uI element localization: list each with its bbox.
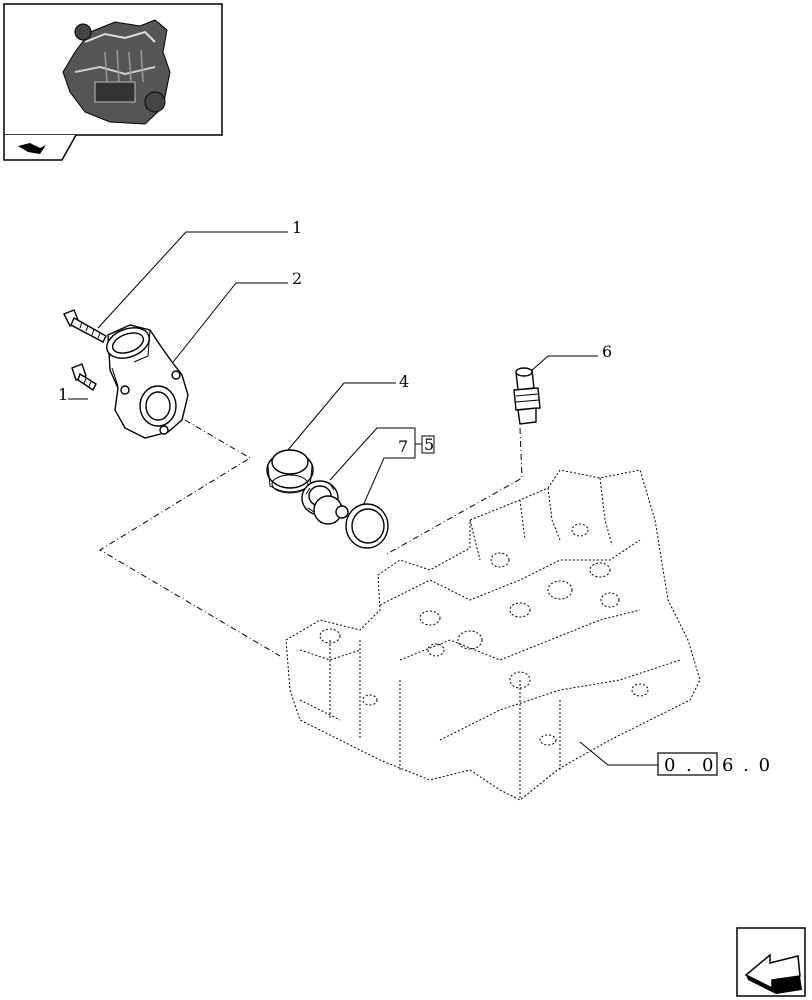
callout-7: 7 <box>398 437 408 456</box>
callout-6: 6 <box>602 342 612 361</box>
callout-5: 5 <box>424 435 434 454</box>
o-ring-part <box>345 503 389 549</box>
callout-1-lower: 1 <box>58 385 68 404</box>
ref-separator: . <box>686 755 694 776</box>
engine-thumbnail-icon[interactable] <box>3 3 223 136</box>
callout-2: 2 <box>292 269 302 288</box>
ref-rest: 6 . 0 <box>722 755 772 776</box>
thermostat-part <box>301 480 349 525</box>
cylinder-head-phantom <box>285 469 701 801</box>
temperature-sensor-part <box>513 367 541 425</box>
thermostat-housing-part <box>106 324 189 439</box>
callout-4: 4 <box>399 372 409 391</box>
ref-digit-1: 0 <box>664 755 677 776</box>
callout-1-upper: 1 <box>292 218 302 237</box>
bolt-long-part <box>63 309 107 343</box>
book-arrow-icon[interactable] <box>3 134 77 161</box>
bolt-short-part <box>71 363 97 392</box>
section-reference[interactable]: 0 . 0 6 . 0 <box>657 752 772 776</box>
ref-digit-2: 0 <box>702 755 715 776</box>
next-page-arrow-icon[interactable] <box>736 927 806 997</box>
